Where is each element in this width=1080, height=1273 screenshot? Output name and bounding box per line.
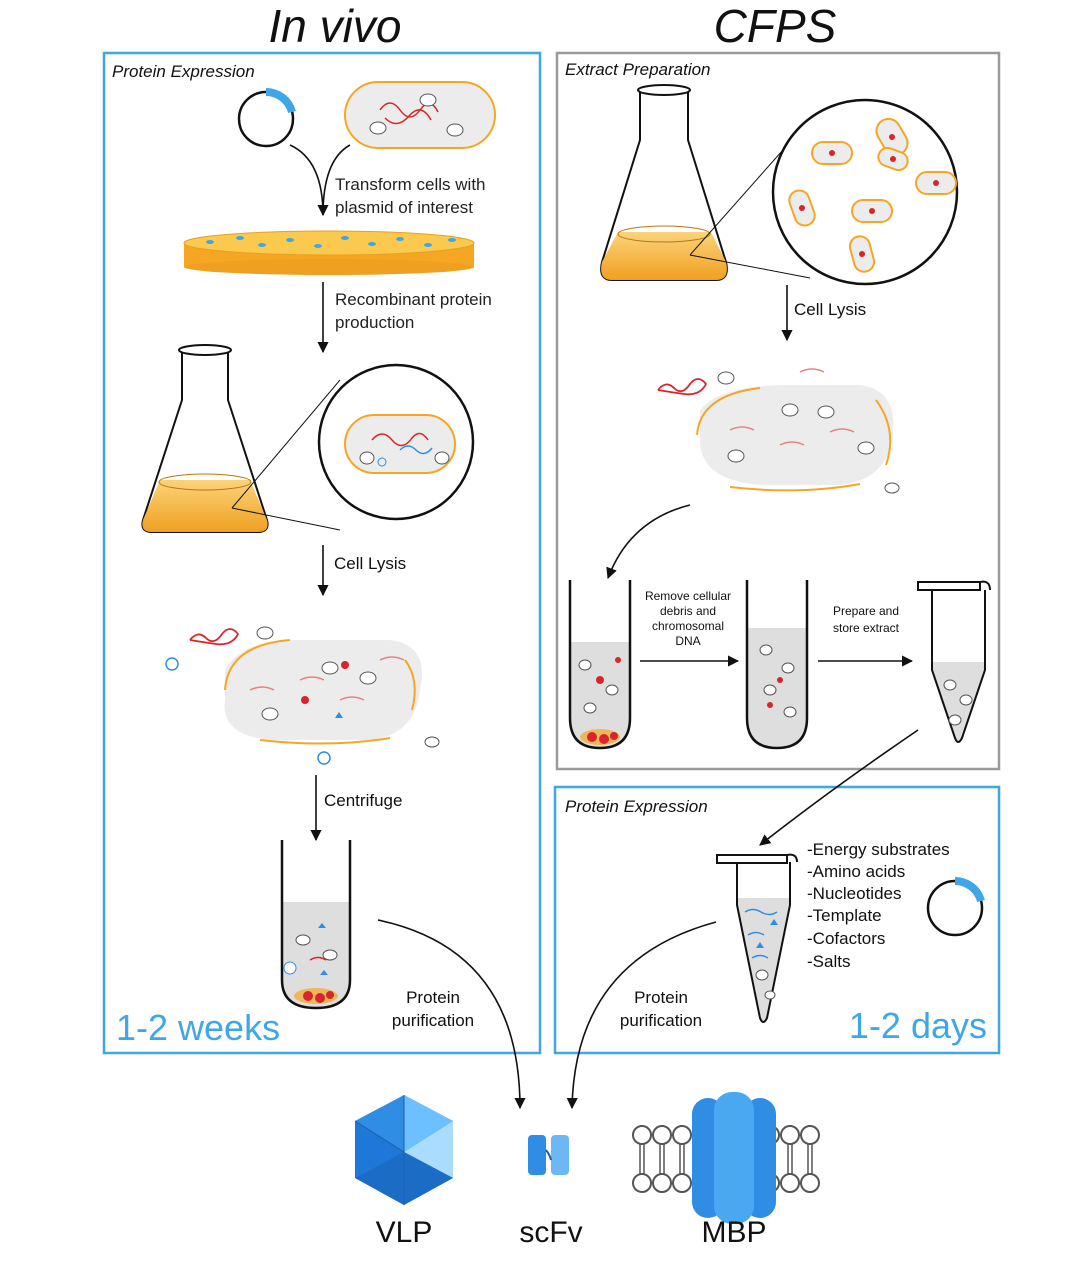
- petri-dish-icon: [183, 230, 475, 275]
- remove-label-line1: Remove cellular: [645, 589, 731, 603]
- component-item: -Template: [807, 906, 882, 925]
- cfps-lysed-cell-icon: [657, 368, 900, 494]
- zoom-line-lower: [231, 507, 341, 531]
- cfps-zoom-line-lower: [689, 254, 811, 279]
- cfps-expression-panel: [553, 785, 1001, 1055]
- cfps-zoom-line-upper: [689, 141, 791, 256]
- cfps-purification-line1: Protein: [634, 988, 688, 1007]
- template-plasmid-icon: [926, 877, 985, 937]
- vlp-icon: [354, 1095, 453, 1205]
- culture-flask-icon: [141, 344, 269, 533]
- merge-arrow-right: [322, 144, 351, 216]
- product-label-vlp: VLP: [376, 1216, 433, 1249]
- zoom-line-upper: [231, 379, 341, 509]
- in-vivo-section-title: Protein Expression: [112, 62, 255, 81]
- in-vivo-purification-arrow: [377, 919, 526, 1110]
- prepare-label-line2: store extract: [833, 621, 900, 635]
- transform-label-line2: plasmid of interest: [335, 198, 473, 217]
- in-vivo-purification-line2: purification: [392, 1011, 474, 1030]
- transform-label-line1: Transform cells with: [335, 175, 486, 194]
- membrane-protein-icon: [632, 1092, 820, 1224]
- cleared-tube-icon: [745, 580, 809, 750]
- in-vivo-purification-line1: Protein: [406, 988, 460, 1007]
- header-cfps: CFPS: [714, 0, 837, 52]
- scfv-icon: [528, 1135, 569, 1175]
- cfps-culture-flask-icon: [600, 84, 728, 281]
- reaction-components-list: -Energy substrates -Amino acids -Nucleot…: [807, 840, 950, 971]
- lysed-cell-icon: [165, 626, 440, 765]
- product-label-mbp: MBP: [701, 1216, 766, 1249]
- component-item: -Salts: [807, 952, 850, 971]
- cfps-purification-line2: purification: [620, 1011, 702, 1030]
- production-label-line2: production: [335, 313, 414, 332]
- plasmid-icon: [237, 88, 296, 148]
- merge-arrow-left: [289, 144, 329, 217]
- component-item: -Cofactors: [807, 929, 885, 948]
- component-item: -Nucleotides: [807, 884, 902, 903]
- remove-label-line4: DNA: [675, 634, 700, 648]
- cfps-expression-title: Protein Expression: [565, 797, 708, 816]
- bacterium-cell-icon: [344, 81, 496, 149]
- production-label-line1: Recombinant protein: [335, 290, 492, 309]
- prepare-label-line1: Prepare and: [833, 604, 899, 618]
- header-in-vivo: In vivo: [269, 0, 402, 52]
- cfps-extract-panel: [555, 51, 1001, 771]
- component-item: -Amino acids: [807, 862, 905, 881]
- lysate-tube-icon: [568, 580, 632, 750]
- remove-label-line2: debris and: [660, 604, 716, 618]
- lysis-label-right: Cell Lysis: [794, 300, 866, 319]
- in-vivo-panel: [102, 51, 542, 1055]
- centrifuge-tube-icon: [280, 840, 352, 1010]
- product-label-scfv: scFv: [519, 1216, 582, 1249]
- in-vivo-duration: 1-2 weeks: [116, 1007, 280, 1048]
- cfps-extract-title: Extract Preparation: [565, 60, 711, 79]
- lysis-label-left: Cell Lysis: [334, 554, 406, 573]
- centrifuge-label: Centrifuge: [324, 791, 402, 810]
- cfps-duration: 1-2 days: [849, 1005, 987, 1046]
- cfps-purification-arrow: [566, 921, 717, 1110]
- zoom-circle-icon: [317, 363, 475, 521]
- extract-tube-icon: [917, 580, 991, 743]
- cfps-zoom-circle-icon: [771, 98, 959, 286]
- reaction-tube-icon: [716, 853, 798, 1023]
- to-tube-arrow: [606, 504, 691, 580]
- extract-to-reaction-arrow: [759, 729, 919, 846]
- remove-label-line3: chromosomal: [652, 619, 724, 633]
- component-item: -Energy substrates: [807, 840, 950, 859]
